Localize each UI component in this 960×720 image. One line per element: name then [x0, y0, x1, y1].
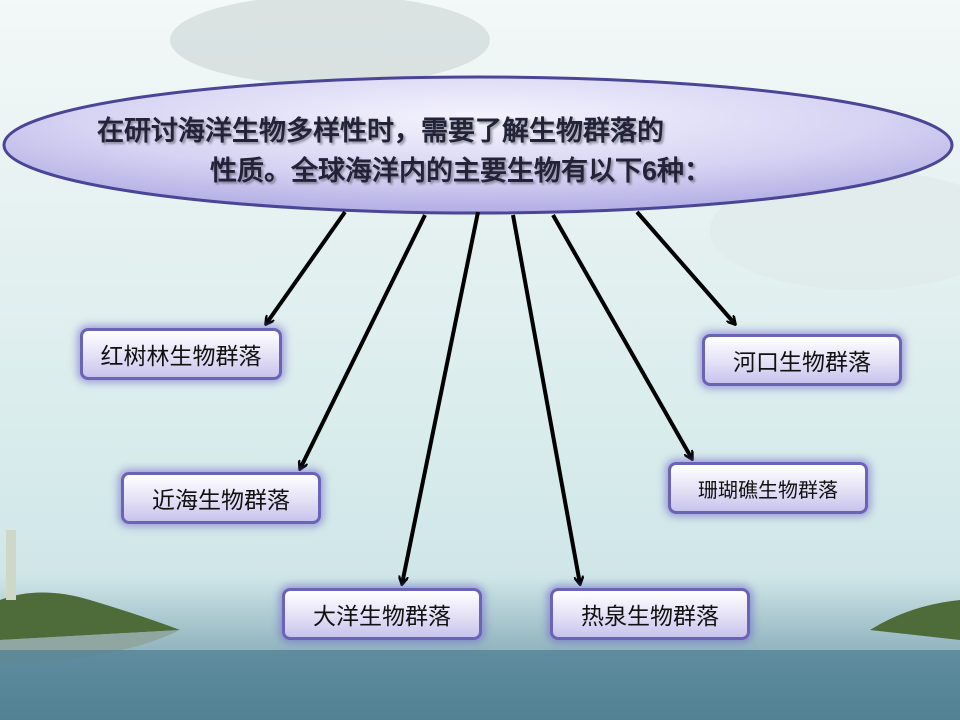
- arrow-coastal: [300, 214, 427, 469]
- box-mangrove: 红树林生物群落: [80, 328, 282, 380]
- arrow-coral-reef: [551, 214, 692, 459]
- box-coastal: 近海生物群落: [121, 472, 321, 524]
- shore-left: [0, 530, 180, 665]
- lighthouse-icon: [6, 530, 16, 600]
- sea: [0, 650, 960, 720]
- arrow-mangrove: [266, 210, 347, 324]
- box-hot-spring: 热泉生物群落: [550, 588, 750, 640]
- box-estuary: 河口生物群落: [702, 334, 902, 386]
- arrow-ocean: [402, 211, 480, 584]
- clouds: [170, 0, 960, 290]
- shore-right: [870, 600, 960, 640]
- arrow-estuary: [635, 210, 735, 324]
- statement-line-2: 性质。全球海洋内的主要生物有以下6种：: [210, 156, 712, 186]
- box-ocean: 大洋生物群落: [282, 588, 482, 640]
- box-coral-reef: 珊瑚礁生物群落: [668, 462, 868, 514]
- statement-line-1: 在研讨海洋生物多样性时，需要了解生物群落的: [97, 116, 664, 146]
- arrow-hot-spring: [511, 214, 580, 584]
